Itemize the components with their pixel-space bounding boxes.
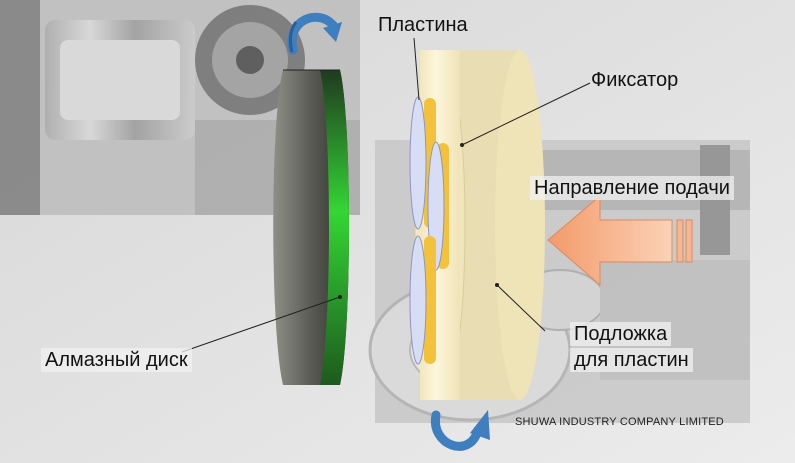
diamond-disk	[273, 69, 349, 385]
fixator-label: Фиксатор	[591, 69, 679, 91]
leader-dot	[460, 143, 464, 147]
diamond-disk-label: Алмазный диск	[41, 348, 192, 372]
company-name: SHUWA INDUSTRY COMPANY LIMITED	[515, 416, 724, 428]
feed-arrow-icon	[547, 194, 693, 287]
rotation-arrow-icon	[430, 410, 490, 451]
leader-dot	[338, 295, 342, 299]
rotation-arrow-icon	[287, 12, 342, 55]
substrate-label-line2: для пластин	[570, 348, 693, 372]
plates	[409, 96, 449, 365]
plate-label: Пластина	[378, 14, 468, 36]
feed-direction-label: Направление подачи	[530, 176, 734, 200]
substrate-label-line1: Подложка	[570, 322, 672, 346]
leader-dot	[495, 283, 499, 287]
leader-lines	[181, 37, 591, 353]
